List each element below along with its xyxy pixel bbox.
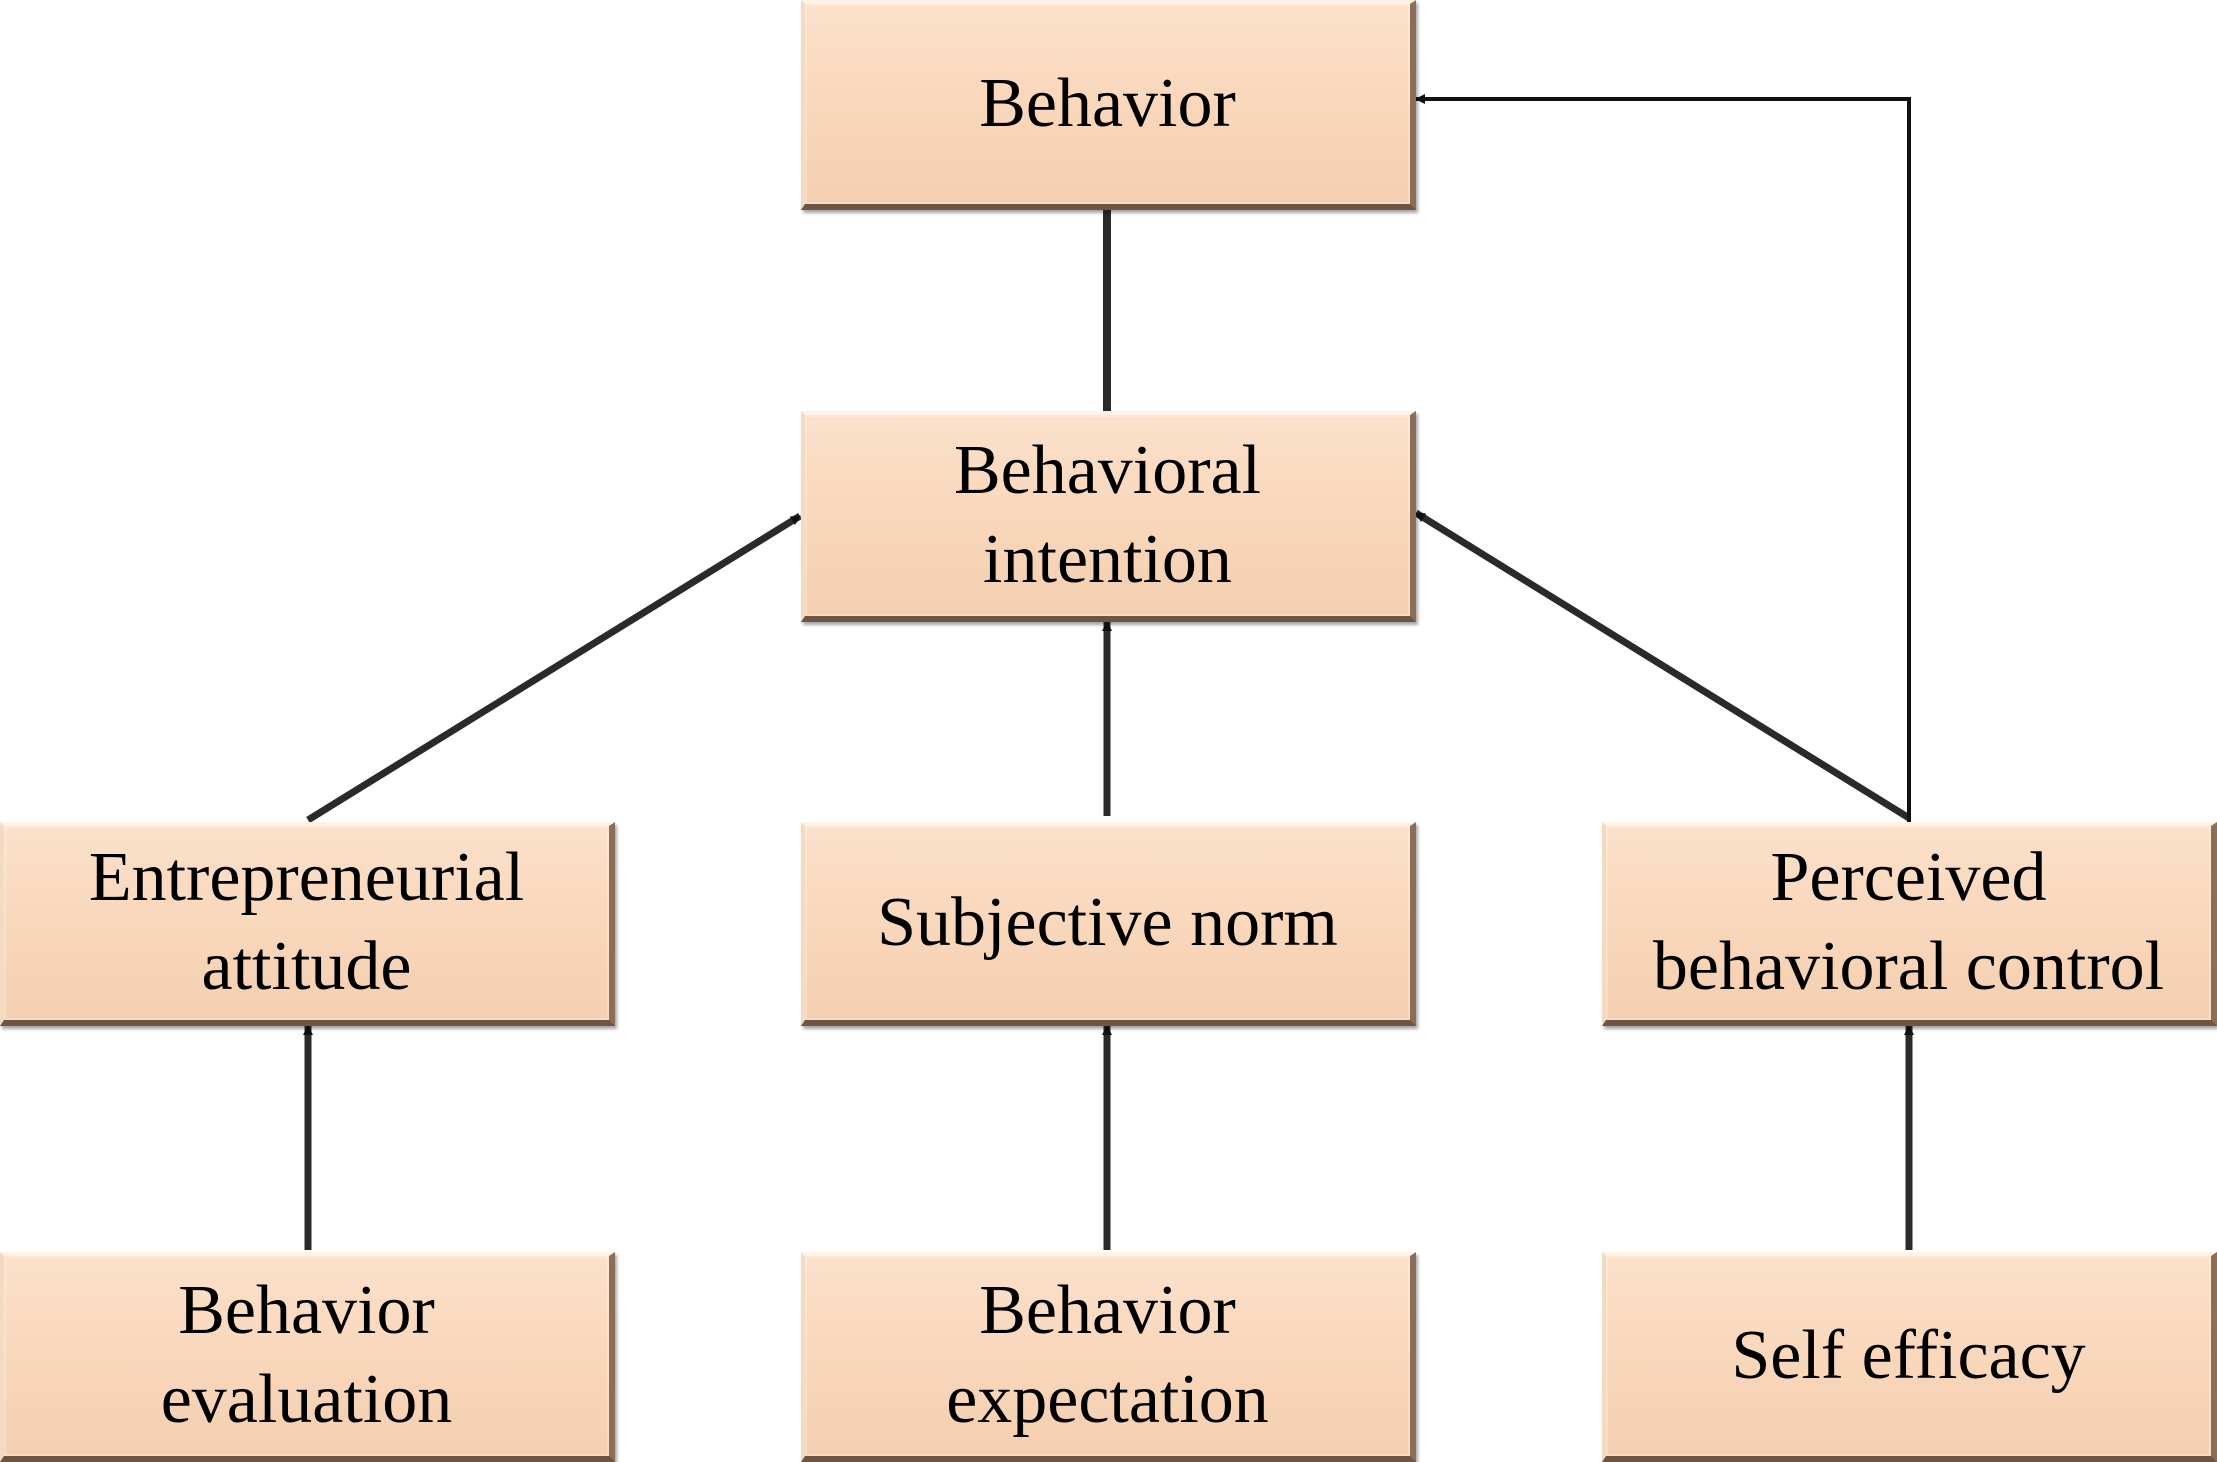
edge-perceived-behavioral-control-to-behavior (1415, 94, 1911, 822)
node-behavioral-intention: Behavioral intention (801, 411, 1416, 622)
node-self-efficacy-label: Self efficacy (1731, 1316, 2086, 1394)
node-behavior-evaluation: Behavior evaluation (0, 1252, 615, 1462)
node-perceived-behavioral-control-label: Perceived behavioral control (1652, 839, 2165, 1005)
node-entrepreneurial-attitude-label: Entrepreneurial attitude (88, 839, 525, 1005)
node-behavior: Behavior (801, 0, 1416, 210)
node-self-efficacy: Self efficacy (1602, 1252, 2217, 1462)
node-behavior-expectation: Behavior expectation (801, 1252, 1416, 1462)
edge-perceived-behavioral-control-to-behavioral-intention (1414, 510, 1911, 821)
node-behavior-label: Behavior (979, 64, 1236, 142)
node-behavior-expectation-label: Behavior expectation (946, 1272, 1269, 1438)
node-perceived-behavioral-control: Perceived behavioral control (1602, 822, 2217, 1026)
node-behavior-evaluation-label: Behavior evaluation (160, 1272, 453, 1438)
node-subjective-norm: Subjective norm (801, 822, 1416, 1026)
node-subjective-norm-label: Subjective norm (877, 883, 1338, 961)
node-entrepreneurial-attitude: Entrepreneurial attitude (0, 822, 615, 1026)
edge-entrepreneurial-attitude-to-behavioral-intention (306, 513, 802, 823)
node-behavioral-intention-label: Behavioral intention (953, 431, 1262, 598)
